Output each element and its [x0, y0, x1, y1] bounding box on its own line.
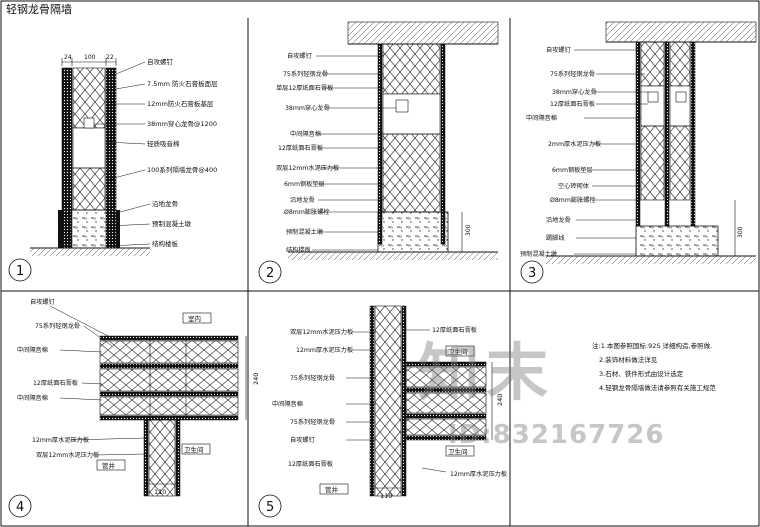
d5-number-circle [258, 494, 282, 518]
d5-label-1: 双层12mm水泥压力板 [290, 328, 353, 336]
d4-tag-1: 室内 [188, 314, 201, 323]
d1-label-4: 38mm穿心龙骨@1200 [147, 119, 217, 128]
note-line-1: 注:1.本图参照国标:92S 详细构造,参照做. [592, 341, 712, 350]
d5-label-2: 12mm厚水泥压力板 [296, 346, 353, 354]
d3-dim-v: 300 [737, 226, 744, 238]
d2-label-9: 沿地龙骨 [290, 196, 315, 204]
d5-dim-v: 240 [496, 394, 504, 406]
d3-label-7: 6mm钢板垫层 [552, 166, 593, 174]
d2-dim-v: 300 [465, 224, 472, 236]
d2-number: 2 [266, 266, 274, 281]
d2-label-2: 75系列轻钢龙骨 [283, 70, 328, 78]
d3-label-2: 75系列轻钢龙骨 [550, 70, 595, 78]
d5-label-9: 12厚纸面石膏板 [288, 460, 333, 468]
d3-number: 3 [528, 266, 536, 281]
d2-label-1: 自攻螺钉 [287, 52, 312, 60]
d1-label-1: 自攻螺钉 [147, 57, 174, 66]
d1-dim-a: 24 [64, 54, 72, 61]
d1-number-circle [8, 258, 32, 282]
d1-dim-b: 100 [84, 54, 96, 61]
d5-label-3: 75系列轻钢龙骨 [290, 374, 335, 382]
d3-label-10: 沿地龙骨 [546, 216, 571, 224]
d4-tag-2: 卫生间 [184, 445, 204, 454]
detail-5: 240 110 卫生间 卫生间 管井 双层12mm水泥压力板 12mm厚水泥压力… [258, 305, 507, 518]
d2-label-8: 6mm钢板垫层 [284, 180, 325, 188]
d2-label-3: 单层12厚纸面石膏板 [276, 84, 333, 92]
d4-label-2: 75系列轻钢龙骨 [35, 322, 80, 330]
d5-dim-h: 110 [380, 492, 392, 500]
d1-label-8: 预制混凝土墩 [152, 219, 192, 228]
d4-label-5: 中间隔音棉 [17, 394, 48, 402]
d2-label-11: 预制混凝土墩 [286, 228, 324, 236]
d1-label-2: 7.5mm 防火石膏板面层 [147, 79, 218, 88]
d2-label-6: 12厚纸面石膏板 [278, 144, 323, 152]
detail-4: 240 110 室内 卫生间 管井 自攻螺钉 75系列轻钢龙骨 中间隔音棉 12… [8, 298, 260, 518]
d2-number-circle [258, 260, 282, 284]
d5-number: 5 [266, 500, 274, 515]
d4-tag-3: 管井 [102, 461, 116, 470]
d4-dim-v: 240 [252, 373, 260, 385]
d4-label-1: 自攻螺钉 [30, 298, 55, 306]
detail-3: 300 自攻螺钉 75系列轻钢龙骨 38mm穿心龙骨 12厚纸面石膏板 中间隔音… [520, 21, 757, 284]
note-line-3: 3.石材、铁件形式由设计选定 [599, 369, 684, 378]
d1-label-7: 沿地龙骨 [152, 199, 178, 208]
d2-label-12: 结构楼板 [286, 246, 311, 254]
d3-number-circle [520, 260, 544, 284]
d3-label-9: Ø8mm膨胀螺栓 [550, 196, 596, 204]
d5-label-7: 12厚纸面石膏板 [432, 326, 477, 334]
d4-dim-h: 110 [154, 488, 166, 496]
d4-number-circle [8, 494, 32, 518]
d3-label-11: 踢脚线 [546, 234, 565, 242]
d5-label-5: 75系列轻钢龙骨 [290, 418, 335, 426]
d1-dim-c: 22 [106, 54, 114, 61]
d1-label-5: 轻质吸音棉 [147, 139, 180, 148]
d2-label-5: 中间隔音棉 [290, 130, 321, 138]
notes: 注:1.本图参照国标:92S 详细构造,参照做. 2.装饰材料做法详见 3.石材… [592, 341, 716, 392]
d1-label-6: 100系列隔墙龙骨@400 [147, 165, 217, 174]
d5-tag-1: 卫生间 [448, 347, 468, 356]
note-line-2: 2.装饰材料做法详见 [599, 355, 658, 364]
d1-label-3: 12mm防火石膏板基层 [147, 99, 214, 108]
d5-label-4: 中间隔音棉 [272, 400, 303, 408]
note-line-4: 4.轻钢龙骨隔墙做法请参照有关施工规范 [599, 383, 716, 392]
d3-label-1: 自攻螺钉 [546, 46, 571, 54]
d4-label-3: 中间隔音棉 [17, 346, 48, 354]
d1-number: 1 [16, 264, 24, 279]
d5-tag-3: 管井 [325, 485, 339, 494]
d3-label-4: 12厚纸面石膏板 [550, 100, 595, 108]
d2-label-4: 38mm穿心龙骨 [285, 104, 330, 112]
d2-label-10: Ø8mm膨胀螺栓 [284, 208, 330, 216]
d5-label-8: 12mm厚水泥压力板 [450, 470, 507, 478]
d3-label-5: 中间隔音棉 [526, 114, 557, 122]
sheet-title: 轻钢龙骨隔墙 [6, 2, 72, 16]
d4-label-6: 12mm厚水泥压力板 [32, 436, 89, 444]
detail-1: 24 100 22 自攻螺钉 7.5mm 防火石膏板面层 [8, 54, 218, 282]
d5-tag-2: 卫生间 [448, 447, 468, 456]
d3-label-6: 2mm厚水泥压力板 [548, 140, 601, 148]
d3-label-8: 空心砖砌体 [558, 182, 590, 190]
detail-2: 300 自攻螺钉 75系列轻钢龙骨 单层12厚纸面石膏板 38mm穿心龙骨 中间… [258, 21, 499, 284]
d4-label-7: 双层12mm水泥压力板 [36, 451, 99, 459]
d4-label-4: 12厚纸面石膏板 [33, 379, 78, 387]
d2-label-7: 双层12mm水泥压力板 [276, 164, 339, 172]
d3-label-12: 预制混凝土墩 [520, 250, 558, 258]
d5-label-6: 自攻螺钉 [290, 436, 315, 444]
d3-label-3: 38mm穿心龙骨 [552, 88, 597, 96]
d1-label-9: 结构楼板 [152, 239, 179, 248]
d4-number: 4 [16, 500, 24, 515]
